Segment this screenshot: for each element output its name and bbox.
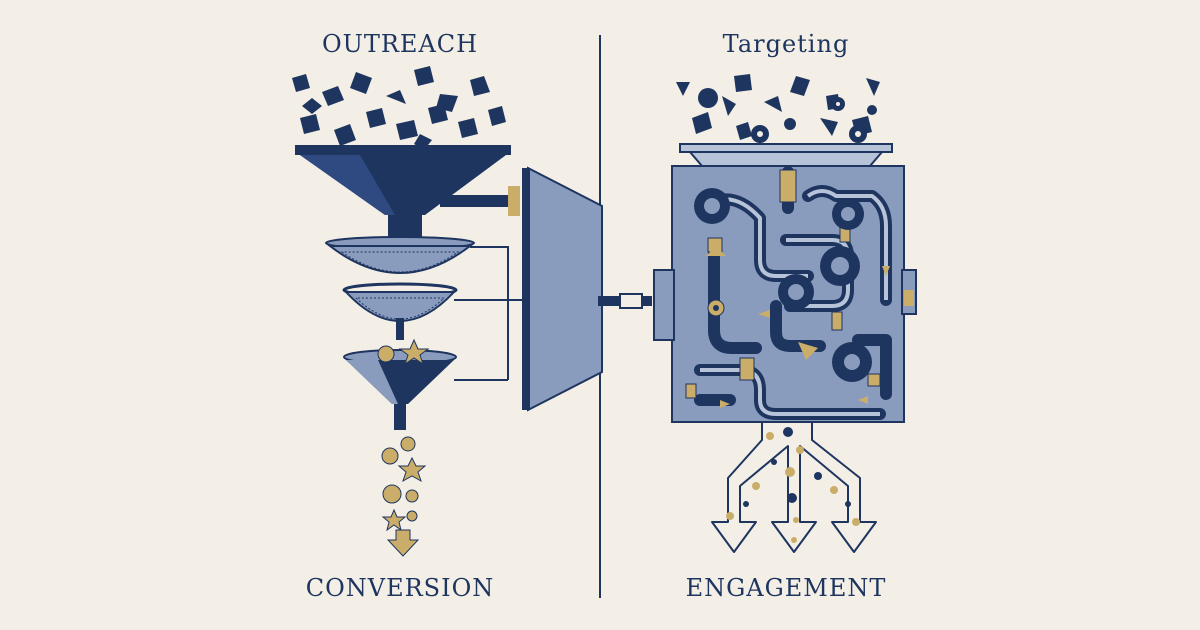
outreach-label: OUTREACH <box>321 30 479 58</box>
engagement-label: ENGAGEMENT <box>685 574 887 602</box>
connecting-rod <box>598 293 652 309</box>
internal-gears <box>694 188 872 382</box>
mesh-strainer-2 <box>342 282 508 340</box>
output-chute <box>711 421 877 553</box>
conversion-tokens <box>381 436 427 557</box>
flow-arrows <box>706 246 890 408</box>
gear-icon <box>694 188 730 224</box>
bottom-funnel <box>343 338 508 430</box>
funnel-feed-pipe <box>440 195 520 207</box>
top-funnel <box>295 145 511 243</box>
gear-icon <box>778 274 814 310</box>
conversion-label: CONVERSION <box>305 574 495 602</box>
gear-icon <box>832 342 872 382</box>
collector-wires <box>470 246 509 380</box>
gear-icon <box>707 299 725 317</box>
targeting-label: Targeting <box>722 30 850 58</box>
mesh-strainer-1 <box>325 236 508 274</box>
hopper-gears <box>751 97 877 143</box>
collector-plate <box>522 166 603 412</box>
machine-hopper <box>679 143 893 167</box>
gear-icon <box>820 246 860 286</box>
engagement-tokens <box>726 427 860 543</box>
left-falling-shapes <box>292 66 506 150</box>
right-falling-shapes <box>676 74 880 140</box>
gear-icon <box>832 198 864 230</box>
